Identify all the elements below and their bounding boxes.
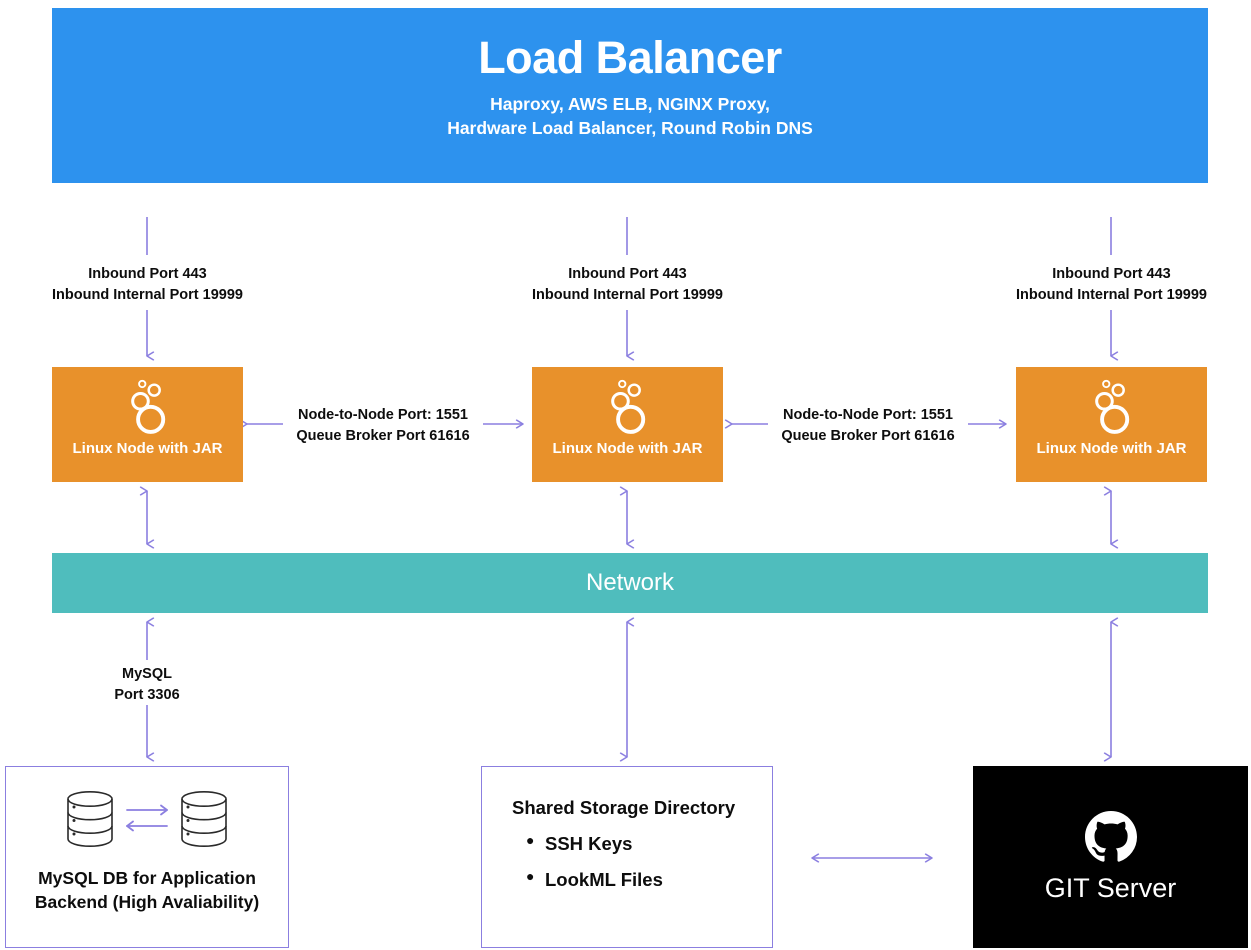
- shared-storage-title: Shared Storage Directory: [512, 797, 736, 818]
- mysql-link-label-line1: MySQL: [122, 666, 172, 682]
- inbound-label-node-2-line2: Inbound Internal Port 19999: [532, 286, 723, 303]
- load-balancer-subtitle-line2: Hardware Load Balancer, Round Robin DNS: [447, 118, 813, 139]
- mysql-link-label: MySQL Port 3306: [77, 664, 217, 705]
- linux-node-1-label: Linux Node with JAR: [72, 440, 223, 457]
- looker-bubbles-icon: [130, 379, 165, 434]
- inbound-label-node-2-line1: Inbound Port 443: [568, 266, 687, 282]
- inbound-label-node-3-line1: Inbound Port 443: [1052, 266, 1171, 282]
- load-balancer-box: Load Balancer Haproxy, AWS ELB, NGINX Pr…: [52, 8, 1208, 183]
- mysql-db-caption-line2: Backend (High Avaliability): [34, 891, 260, 912]
- node-link-label-2-3-line2: Queue Broker Port 61616: [781, 427, 955, 444]
- node-link-label-1-2-line1: Node-to-Node Port: 1551: [298, 407, 468, 423]
- linux-node-2-label: Linux Node with JAR: [552, 440, 703, 457]
- inbound-label-node-3: Inbound Port 443 Inbound Internal Port 1…: [994, 264, 1229, 305]
- mysql-link-label-line2: Port 3306: [114, 686, 180, 703]
- shared-storage-box[interactable]: Shared Storage Directory SSH Keys LookML…: [481, 766, 773, 948]
- shared-storage-item-ssh-keys: SSH Keys: [526, 832, 772, 855]
- looker-bubbles-icon: [1094, 379, 1129, 434]
- shared-storage-list: SSH Keys LookML Files: [512, 832, 772, 891]
- node-link-label-1-2-line2: Queue Broker Port 61616: [296, 427, 470, 444]
- linux-node-1[interactable]: Linux Node with JAR: [52, 367, 243, 482]
- inbound-label-node-3-line2: Inbound Internal Port 19999: [1016, 286, 1207, 303]
- inbound-label-node-1-line1: Inbound Port 443: [88, 266, 207, 282]
- looker-bubbles-icon: [610, 379, 645, 434]
- mysql-db-caption: MySQL DB for Application Backend (High A…: [35, 867, 259, 914]
- load-balancer-subtitle-line1: Haproxy, AWS ELB, NGINX Proxy,: [490, 93, 770, 114]
- github-octocat-icon: [1084, 810, 1137, 862]
- network-label: Network: [585, 569, 675, 596]
- inbound-label-node-2: Inbound Port 443 Inbound Internal Port 1…: [510, 264, 745, 305]
- git-server-box[interactable]: GIT Server: [973, 766, 1248, 948]
- node-link-label-1-2: Node-to-Node Port: 1551 Queue Broker Por…: [283, 405, 483, 446]
- mysql-db-box[interactable]: MySQL DB for Application Backend (High A…: [5, 766, 289, 948]
- linux-node-3[interactable]: Linux Node with JAR: [1016, 367, 1207, 482]
- linux-node-3-label: Linux Node with JAR: [1036, 440, 1187, 457]
- load-balancer-title: Load Balancer: [478, 32, 782, 83]
- network-bar: Network: [52, 553, 1208, 613]
- git-server-label: GIT Server: [1044, 872, 1177, 903]
- mysql-db-caption-line1: MySQL DB for Application: [38, 868, 256, 888]
- linux-node-2[interactable]: Linux Node with JAR: [532, 367, 723, 482]
- shared-storage-item-lookml-files: LookML Files: [526, 868, 772, 891]
- inbound-label-node-1-line2: Inbound Internal Port 19999: [52, 286, 243, 303]
- node-link-label-2-3: Node-to-Node Port: 1551 Queue Broker Por…: [768, 405, 968, 446]
- load-balancer-subtitle: Haproxy, AWS ELB, NGINX Proxy, Hardware …: [447, 92, 813, 142]
- node-link-label-2-3-line1: Node-to-Node Port: 1551: [783, 407, 953, 423]
- database-cylinder-icon: [67, 791, 227, 847]
- inbound-label-node-1: Inbound Port 443 Inbound Internal Port 1…: [30, 264, 265, 305]
